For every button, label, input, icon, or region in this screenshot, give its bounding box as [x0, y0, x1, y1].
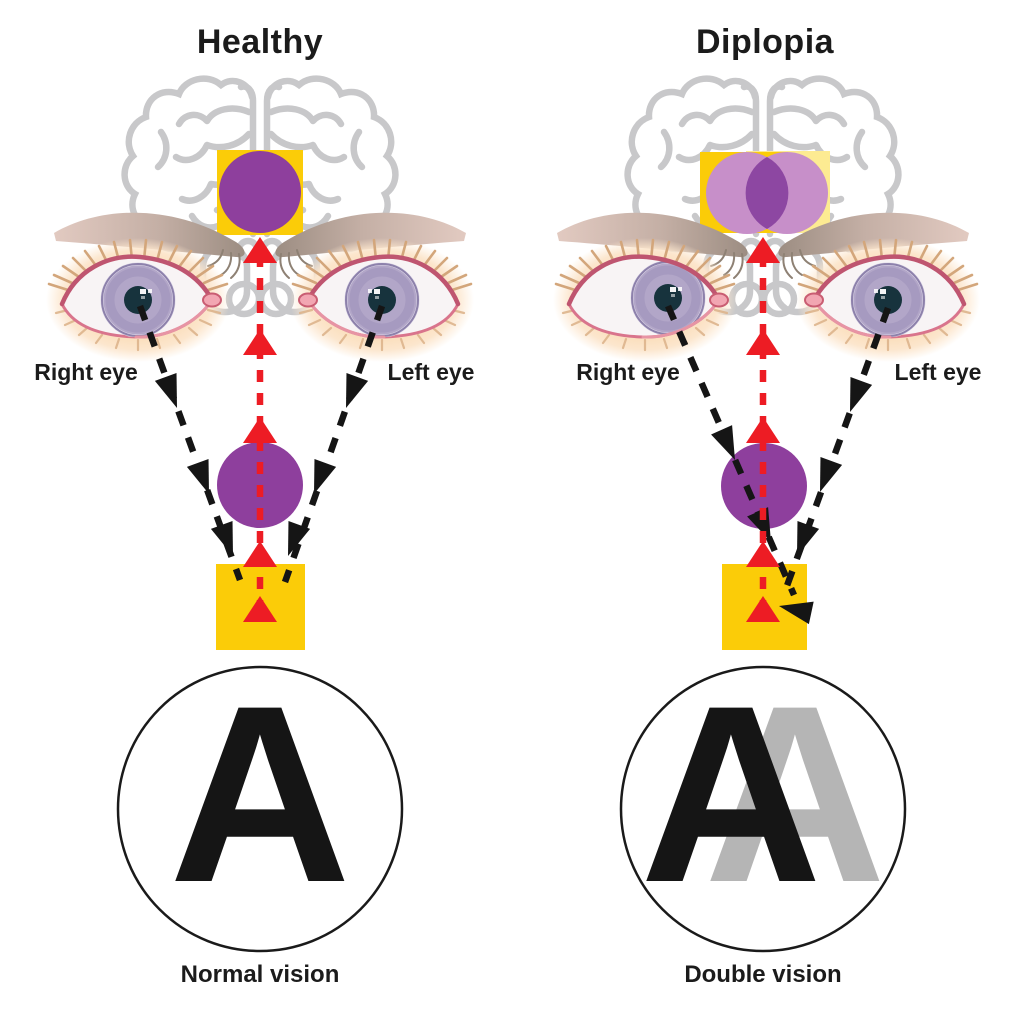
left-eye: [288, 236, 476, 364]
perceived-letter-ghost: A: [704, 654, 886, 935]
left-eye: [794, 236, 982, 364]
percept-overlap: [745, 157, 789, 229]
gaze-arrowhead: [186, 459, 220, 498]
right-eye-gaze-line: [136, 304, 244, 582]
signal-arrow: [746, 237, 780, 622]
right-eye-label: Right eye: [34, 359, 138, 385]
right-eye: [44, 236, 232, 364]
gaze-arrowhead: [786, 521, 820, 560]
vision-caption: Normal vision: [181, 961, 340, 988]
left-eye-gaze-line: [780, 306, 892, 596]
gaze-arrowhead: [154, 373, 188, 412]
left-eye-gaze-line: [277, 304, 386, 584]
signal-arrowhead: [243, 329, 277, 355]
gaze-arrowhead: [839, 377, 873, 416]
right-eye-label: Right eye: [576, 359, 680, 385]
left-eye-iris: [346, 264, 418, 336]
right-eye-deviated: [551, 236, 739, 364]
percept-circle: [219, 151, 301, 233]
vision-result-circle: [116, 665, 404, 953]
panel-title: Healthy: [197, 23, 323, 61]
vision-caption: Double vision: [684, 961, 841, 988]
gaze-arrowhead: [809, 457, 843, 496]
gaze-arrowhead: [335, 373, 369, 412]
signal-arrowhead: [243, 417, 277, 443]
left-eye-iris: [852, 264, 924, 336]
panel-diplopia: Diplopia: [551, 23, 982, 988]
left-eye-label: Left eye: [388, 359, 475, 385]
panel-healthy: Healthy: [34, 23, 476, 988]
right-eye-gaze-line-misaligned: [665, 304, 814, 625]
perceived-letter: A: [169, 654, 351, 935]
panel-title: Diplopia: [696, 23, 835, 61]
signal-arrowhead: [746, 417, 780, 443]
left-eye-label: Left eye: [895, 359, 982, 385]
signal-arrow: [243, 237, 277, 622]
right-eye-iris: [102, 264, 174, 336]
perceived-letter: A: [640, 654, 822, 935]
signal-arrowhead: [746, 329, 780, 355]
signal-arrowhead: [243, 541, 277, 567]
vision-result-circle: [619, 665, 907, 953]
